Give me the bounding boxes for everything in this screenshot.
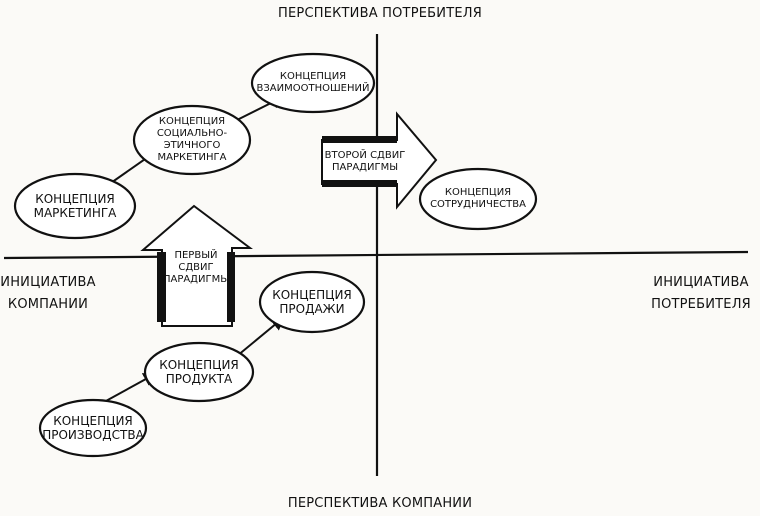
first-shift-label: ПЕРВЫЙ СДВИГ ПАРАДИГМЫ xyxy=(160,242,232,294)
second-shift-line2: ПАРАДИГМЫ xyxy=(331,162,399,173)
node-cooperation-line1: КОНЦЕПЦИЯ xyxy=(444,187,512,198)
node-relationship-line1: КОНЦЕПЦИЯ xyxy=(279,71,347,82)
node-cooperation: КОНЦЕПЦИЯ СОТРУДНИЧЕСТВА xyxy=(420,172,536,226)
node-social-ethical-line2: СОЦИАЛЬНО-ЭТИЧНОГО xyxy=(156,128,228,151)
node-relationship-shape xyxy=(250,52,376,114)
node-social-ethical-shape xyxy=(132,104,252,176)
node-product-line1: КОНЦЕПЦИЯ xyxy=(159,358,239,372)
node-product-line2: ПРОДУКТА xyxy=(165,372,233,386)
first-shift-line3: ПАРАДИГМЫ xyxy=(162,274,230,285)
axis-label-right-line2: ПОТРЕБИТЕЛЯ xyxy=(651,297,751,312)
axis-label-left: ИНИЦИАТИВА КОМПАНИИ xyxy=(0,275,96,313)
first-shift-line2: СДВИГ xyxy=(178,262,214,273)
node-sales-shape xyxy=(258,270,366,334)
node-sales: КОНЦЕПЦИЯ ПРОДАЖИ xyxy=(260,274,364,330)
axis-label-right-line1: ИНИЦИАТИВА xyxy=(653,275,749,290)
second-shift-line1: ВТОРОЙ СДВИГ xyxy=(324,150,406,161)
node-marketing-line1: КОНЦЕПЦИЯ xyxy=(35,192,115,206)
axis-label-left-line2: КОМПАНИИ xyxy=(7,297,89,312)
horizontal-axis xyxy=(3,250,749,260)
node-marketing-line2: МАРКЕТИНГА xyxy=(33,206,117,220)
first-shift-arrow xyxy=(140,204,253,327)
first-shift-line1: ПЕРВЫЙ xyxy=(174,250,218,261)
node-production-line2: ПРОИЗВОДСТВА xyxy=(42,428,144,442)
node-relationship-line2: ВЗАИМООТНОШЕНИЙ xyxy=(256,83,370,94)
node-social-ethical: КОНЦЕПЦИЯ СОЦИАЛЬНО-ЭТИЧНОГО МАРКЕТИНГА xyxy=(134,108,250,172)
second-shift-arrow xyxy=(321,111,438,210)
node-cooperation-shape xyxy=(418,167,538,231)
node-product: КОНЦЕПЦИЯ ПРОДУКТА xyxy=(145,345,253,399)
node-product-shape xyxy=(143,341,255,403)
node-social-ethical-line1: КОНЦЕПЦИЯ xyxy=(158,116,226,127)
node-sales-line2: ПРОДАЖИ xyxy=(279,302,345,316)
node-production-line1: КОНЦЕПЦИЯ xyxy=(53,414,133,428)
second-shift-label: ВТОРОЙ СДВИГ ПАРАДИГМЫ xyxy=(320,145,410,179)
node-production: КОНЦЕПЦИЯ ПРОИЗВОДСТВА xyxy=(40,402,146,454)
axis-label-bottom: ПЕРСПЕКТИВА КОМПАНИИ xyxy=(287,496,473,511)
axis-label-right: ИНИЦИАТИВА ПОТРЕБИТЕЛЯ xyxy=(646,275,756,313)
node-marketing: КОНЦЕПЦИЯ МАРКЕТИНГА xyxy=(15,176,135,236)
node-relationship: КОНЦЕПЦИЯ ВЗАИМООТНОШЕНИЙ xyxy=(252,56,374,110)
node-marketing-shape xyxy=(13,172,137,240)
node-production-shape xyxy=(38,398,148,458)
node-social-ethical-line3: МАРКЕТИНГА xyxy=(157,152,227,163)
axis-label-top: ПЕРСПЕКТИВА ПОТРЕБИТЕЛЯ xyxy=(278,6,482,21)
axis-label-left-line1: ИНИЦИАТИВА xyxy=(0,275,96,290)
node-cooperation-line2: СОТРУДНИЧЕСТВА xyxy=(430,199,526,210)
node-sales-line1: КОНЦЕПЦИЯ xyxy=(272,288,352,302)
